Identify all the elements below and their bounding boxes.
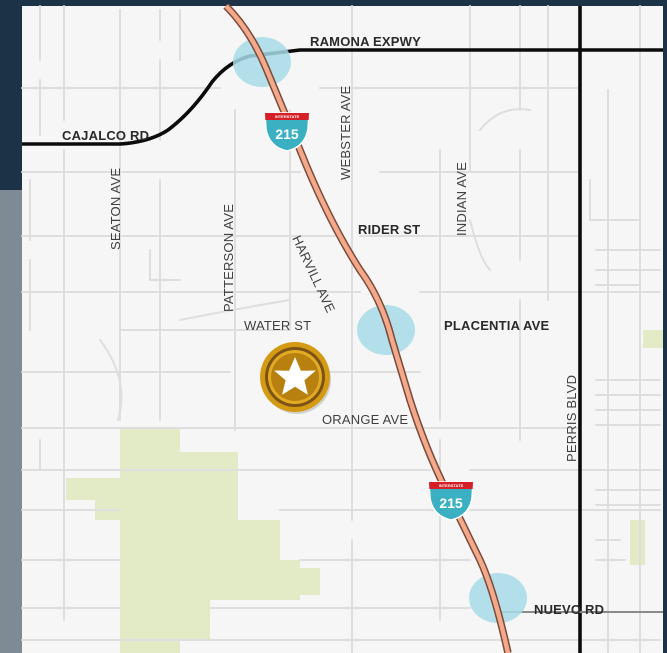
interstate-shield-south: INTERSTATE 215 <box>428 481 474 521</box>
label-ramona-expwy: RAMONA EXPWY <box>310 34 421 49</box>
minor-streets <box>21 5 661 653</box>
park-area-small-east <box>290 568 320 595</box>
label-webster-ave: WEBSTER AVE <box>338 85 353 180</box>
interchange-highlights <box>233 37 527 623</box>
label-rider-st: RIDER ST <box>358 222 420 237</box>
park-area-main <box>66 428 300 653</box>
interchange-nuevo <box>469 573 527 623</box>
park-area-perris <box>630 520 645 565</box>
shield-body <box>264 112 310 152</box>
freeway-fill <box>224 4 511 653</box>
label-water-st: WATER ST <box>244 318 311 333</box>
interstate-215 <box>223 3 512 653</box>
shield-route-number: 215 <box>439 495 463 511</box>
marker-star <box>274 357 316 395</box>
shield-banner <box>265 113 309 120</box>
label-cajalco-rd: CAJALCO RD <box>62 128 149 143</box>
shield-banner-text: INTERSTATE <box>275 114 300 119</box>
park-area-corner <box>643 330 663 348</box>
shield-banner <box>429 482 473 489</box>
shield-banner-text: INTERSTATE <box>439 483 464 488</box>
label-patterson-ave: PATTERSON AVE <box>221 204 236 312</box>
label-perris-blvd: PERRIS BLVD <box>564 375 579 462</box>
interstate-shield-north: INTERSTATE 215 <box>264 112 310 152</box>
park-areas <box>66 330 663 653</box>
shield-route-number: 215 <box>275 126 299 142</box>
shield-body <box>428 481 474 521</box>
label-placentia-ave: PLACENTIA AVE <box>444 318 550 333</box>
label-indian-ave: INDIAN AVE <box>454 162 469 236</box>
label-seaton-ave: SEATON AVE <box>108 168 123 250</box>
background-photo-strip <box>0 190 22 653</box>
label-nuevo-rd: NUEVO RD <box>534 602 604 617</box>
star-icon[interactable] <box>260 342 331 414</box>
label-orange-ave: ORANGE AVE <box>322 412 408 427</box>
